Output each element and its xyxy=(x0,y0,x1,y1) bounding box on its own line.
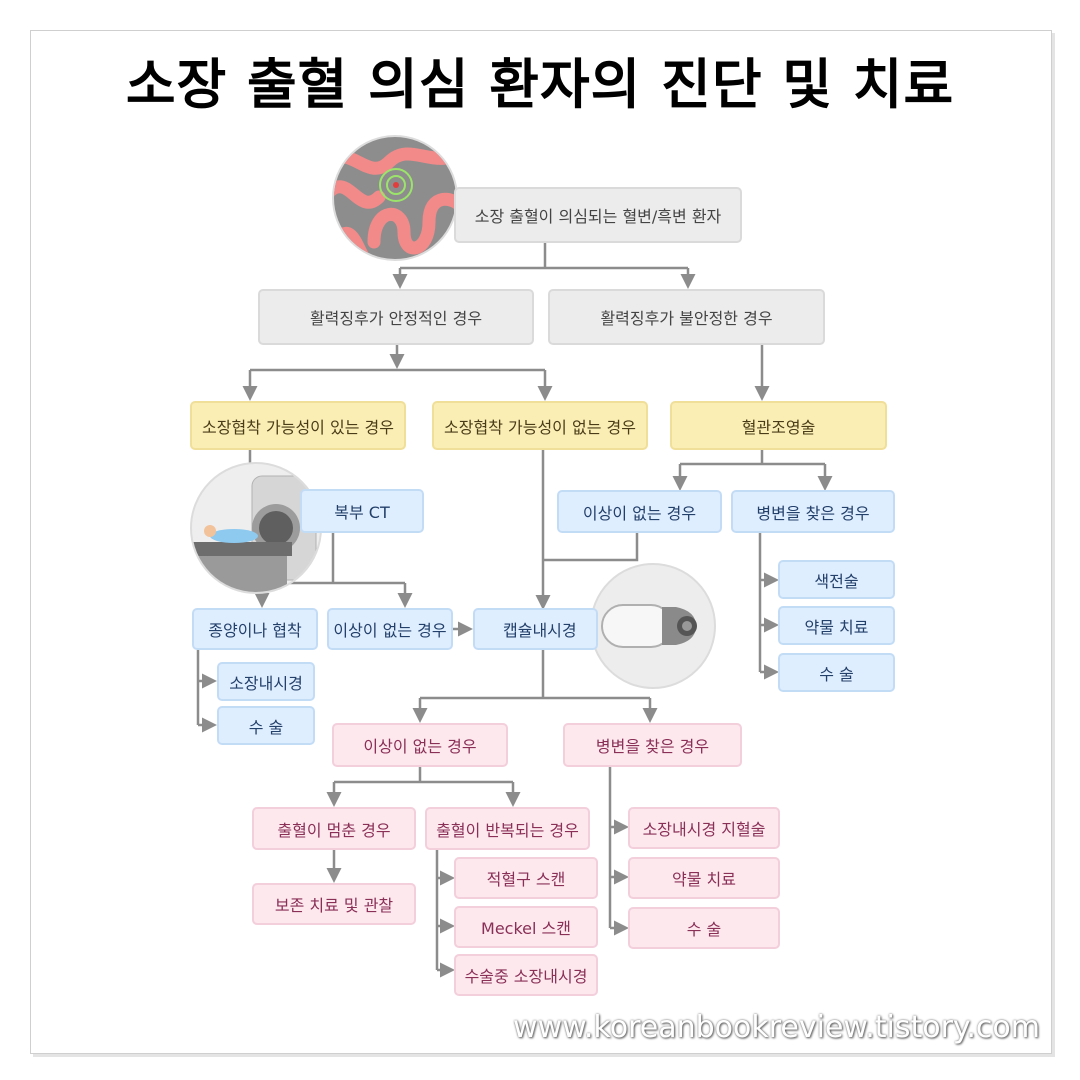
capsule-no-abnormal-node: 이상이 없는 경우 xyxy=(332,723,508,767)
tumor-stricture-node: 종양이나 협착 xyxy=(192,608,318,650)
unstable-vitals-node: 활력징후가 불안정한 경우 xyxy=(548,289,825,345)
embolization-node: 색전술 xyxy=(778,560,895,599)
angio-lesion-node: 병변을 찾은 경우 xyxy=(731,490,895,533)
capsule-endoscope-illustration xyxy=(590,563,716,689)
surgery-left-node: 수 술 xyxy=(217,706,315,745)
intraop-enteroscopy-node: 수술중 소장내시경 xyxy=(454,954,598,996)
capsule-lesion-node: 병변을 찾은 경우 xyxy=(563,723,742,767)
bleeding-stopped-node: 출혈이 멈춘 경우 xyxy=(252,807,416,850)
angio-drug-node: 약물 치료 xyxy=(778,606,895,645)
meckel-scan-node: Meckel 스캔 xyxy=(454,906,598,948)
angiography-node: 혈관조영술 xyxy=(670,401,887,450)
small-intestine-illustration xyxy=(332,135,458,261)
root-node: 소장 출혈이 의심되는 혈변/흑변 환자 xyxy=(454,187,742,243)
endo-hemostasis-node: 소장내시경 지혈술 xyxy=(628,807,780,849)
ct-no-abnormal-node: 이상이 없는 경우 xyxy=(327,608,453,650)
lesion-drug-node: 약물 치료 xyxy=(628,857,780,899)
rbc-scan-node: 적혈구 스캔 xyxy=(454,857,598,899)
angio-no-abnormal-node: 이상이 없는 경우 xyxy=(557,490,722,533)
angio-surgery-node: 수 술 xyxy=(778,653,895,692)
bleeding-repeat-node: 출혈이 반복되는 경우 xyxy=(425,807,590,850)
obstruction-possible-node: 소장협착 가능성이 있는 경우 xyxy=(190,401,406,450)
watermark: www.koreanbookreview.tistory.com xyxy=(513,1010,1040,1045)
conservative-node: 보존 치료 및 관찰 xyxy=(252,883,416,925)
capsule-endoscopy-node: 캡슐내시경 xyxy=(473,608,598,650)
abdominal-ct-node: 복부 CT xyxy=(300,489,424,533)
stable-vitals-node: 활력징후가 안정적인 경우 xyxy=(258,289,534,345)
enteroscopy-node: 소장내시경 xyxy=(217,662,315,701)
obstruction-not-node: 소장협착 가능성이 없는 경우 xyxy=(432,401,648,450)
lesion-surgery-node: 수 술 xyxy=(628,907,780,949)
